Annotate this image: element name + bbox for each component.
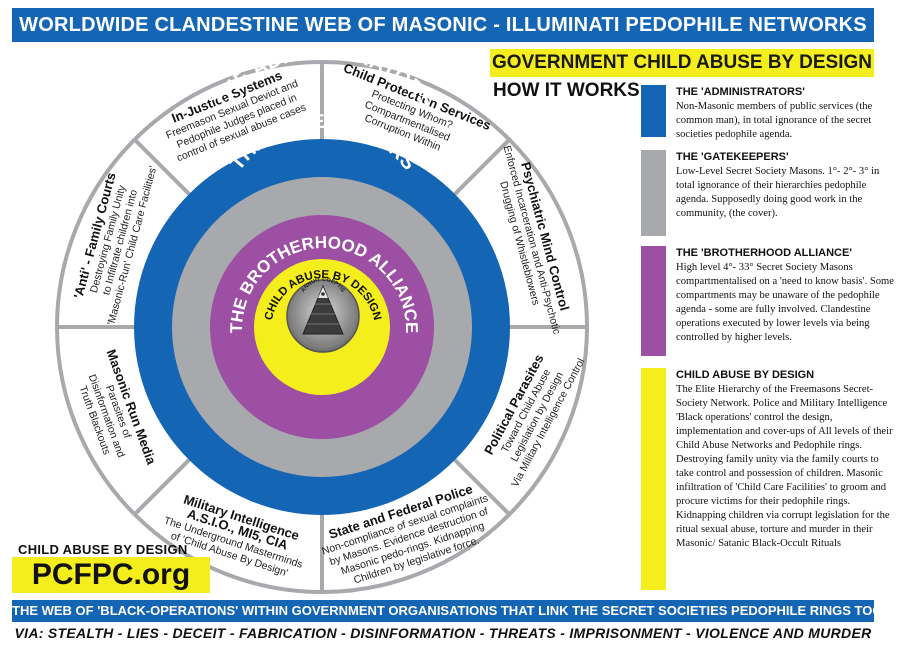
legend-title: THE 'GATEKEEPERS' [676,151,789,163]
legend-title: THE 'BROTHERHOOD ALLIANCE' [676,247,852,259]
footer-banner: THE WEB OF 'BLACK-OPERATIONS' WITHIN GOV… [12,600,900,622]
credit-caption: CHILD ABUSE BY DESIGN [18,542,188,557]
legend-description: Low-Level Secret Society Masons. 1°- 2°-… [676,166,880,219]
footer-via-line: VIA: STEALTH - LIES - DECEIT - FABRICATI… [14,625,872,641]
legend-swatch-yellow [641,368,666,590]
legend-title: CHILD ABUSE BY DESIGN [676,369,815,381]
legend-swatch-grey [641,150,666,236]
segment-divider [133,138,191,196]
legend-description: High level 4°- 33° Secret Society Masons… [676,262,894,343]
segment-divider [133,458,191,516]
legend-description: Non-Masonic members of public services (… [676,101,873,140]
how-it-works-heading: HOW IT WORKS [493,80,640,101]
segment-dividers [57,62,587,592]
subtitle-banner: GOVERNMENT CHILD ABUSE BY DESIGN [490,49,874,77]
segment-divider [453,138,511,196]
segment-divider [453,458,511,516]
pyramid-seal-icon: ANNUIT COEPTIS [286,277,360,353]
title-banner: WORLDWIDE CLANDESTINE WEB OF MASONIC - I… [12,8,874,42]
legend-swatch-blue [641,85,666,137]
site-name: PCFPC.org [12,557,210,593]
legend-swatch-purple [641,246,666,356]
legend-title: THE 'ADMINISTRATORS' [676,86,805,98]
legend-description: The Elite Hierarchy of the Freemasons Se… [676,384,893,549]
